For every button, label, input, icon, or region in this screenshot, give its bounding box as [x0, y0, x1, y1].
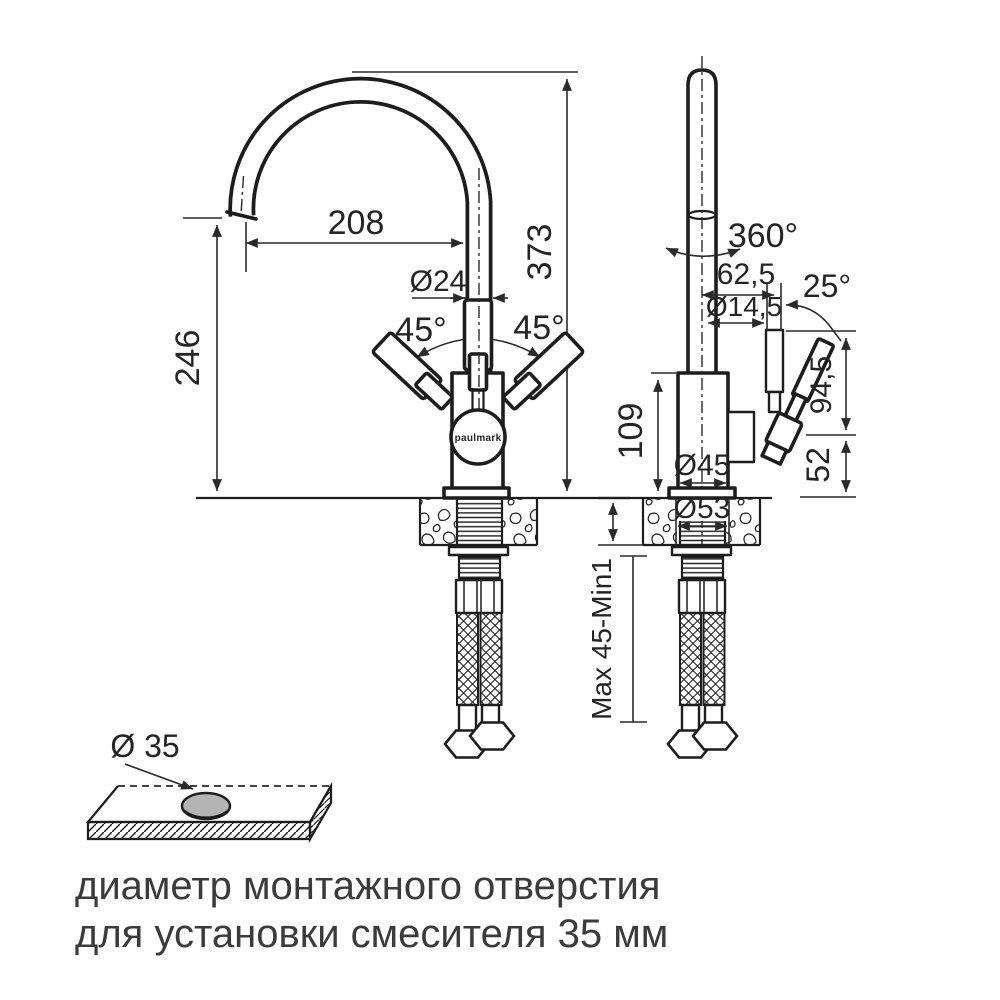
side-view: 360° 62,5 Ø14,5 25° 94,5 52 109 Ø45	[586, 56, 856, 759]
dim-handle-upper: 94,5	[805, 356, 838, 414]
spout-tube-fill	[232, 80, 489, 376]
hole-leader	[124, 763, 194, 790]
hose-connector	[677, 578, 727, 615]
dim-total-height: 373	[521, 224, 559, 281]
slab-front	[86, 820, 312, 841]
handle-vertical-phantom	[764, 328, 785, 394]
shank-thread	[680, 555, 725, 580]
handle-tilted-side	[760, 337, 835, 466]
mounting-shank	[455, 496, 504, 547]
dim-spout-height: 246	[169, 330, 207, 387]
dim-handle-offset: 62,5	[717, 258, 775, 291]
handle-angle-arc	[785, 299, 830, 326]
flex-hose	[479, 612, 503, 706]
logo-disc	[449, 408, 507, 466]
counter-hatch	[726, 499, 759, 544]
dim-spout-reach: 208	[328, 204, 385, 242]
handle-mount	[726, 410, 756, 464]
shank-thread	[457, 555, 502, 580]
dim-handle-lower: 52	[800, 447, 836, 483]
dim-hole-diameter: Ø 35	[110, 728, 179, 764]
dim-spout-diameter: Ø24	[410, 265, 467, 298]
dim-handle-angle: 25°	[803, 268, 851, 304]
handle-neck-phantom	[767, 390, 782, 414]
label-backing	[677, 500, 728, 521]
counter-hatch	[421, 499, 457, 544]
dim-base-diameter: Ø53	[674, 492, 731, 525]
front-view: 208 373 246 Ø24 45° 45° paulmark	[169, 71, 630, 759]
angle-tick	[828, 324, 842, 342]
mounting-washer	[670, 545, 733, 557]
base-flange	[442, 486, 511, 500]
caption-line-2: для установки смесителя 35 мм	[75, 912, 668, 956]
dim-body-height: 109	[612, 403, 650, 460]
hose-fitting	[680, 703, 701, 733]
hole-rim	[180, 791, 232, 821]
hose-connector	[454, 578, 504, 615]
counter-hatch	[644, 499, 677, 544]
flex-hose	[702, 612, 726, 706]
swivel-arc	[665, 247, 741, 258]
hose-fitting	[457, 703, 478, 733]
spout-tip-edge	[225, 210, 258, 221]
dim-mount-range: Max 45-Min1	[586, 558, 617, 720]
flex-hose	[679, 612, 702, 706]
flex-hose	[456, 612, 479, 706]
mounting-hole-diagram: Ø 35	[85, 728, 333, 844]
mounting-washer	[447, 545, 510, 557]
caption-line-1: диаметр монтажного отверстия	[75, 864, 660, 908]
dim-body-diameter: Ø45	[674, 449, 731, 482]
caption: диаметр монтажного отверстия для установ…	[75, 864, 668, 956]
spout-tip-centerline	[240, 175, 245, 215]
hose-nut	[468, 721, 516, 751]
hose-nut	[691, 721, 739, 751]
slab-top-edges	[85, 785, 332, 824]
handle-vertical	[462, 298, 494, 392]
brand-logo: paulmark	[455, 433, 502, 444]
faucet-body-side	[676, 371, 730, 491]
mount-hole	[182, 793, 230, 819]
counter-hatch	[502, 499, 536, 544]
dim-handle-diameter: Ø14,5	[706, 291, 782, 322]
